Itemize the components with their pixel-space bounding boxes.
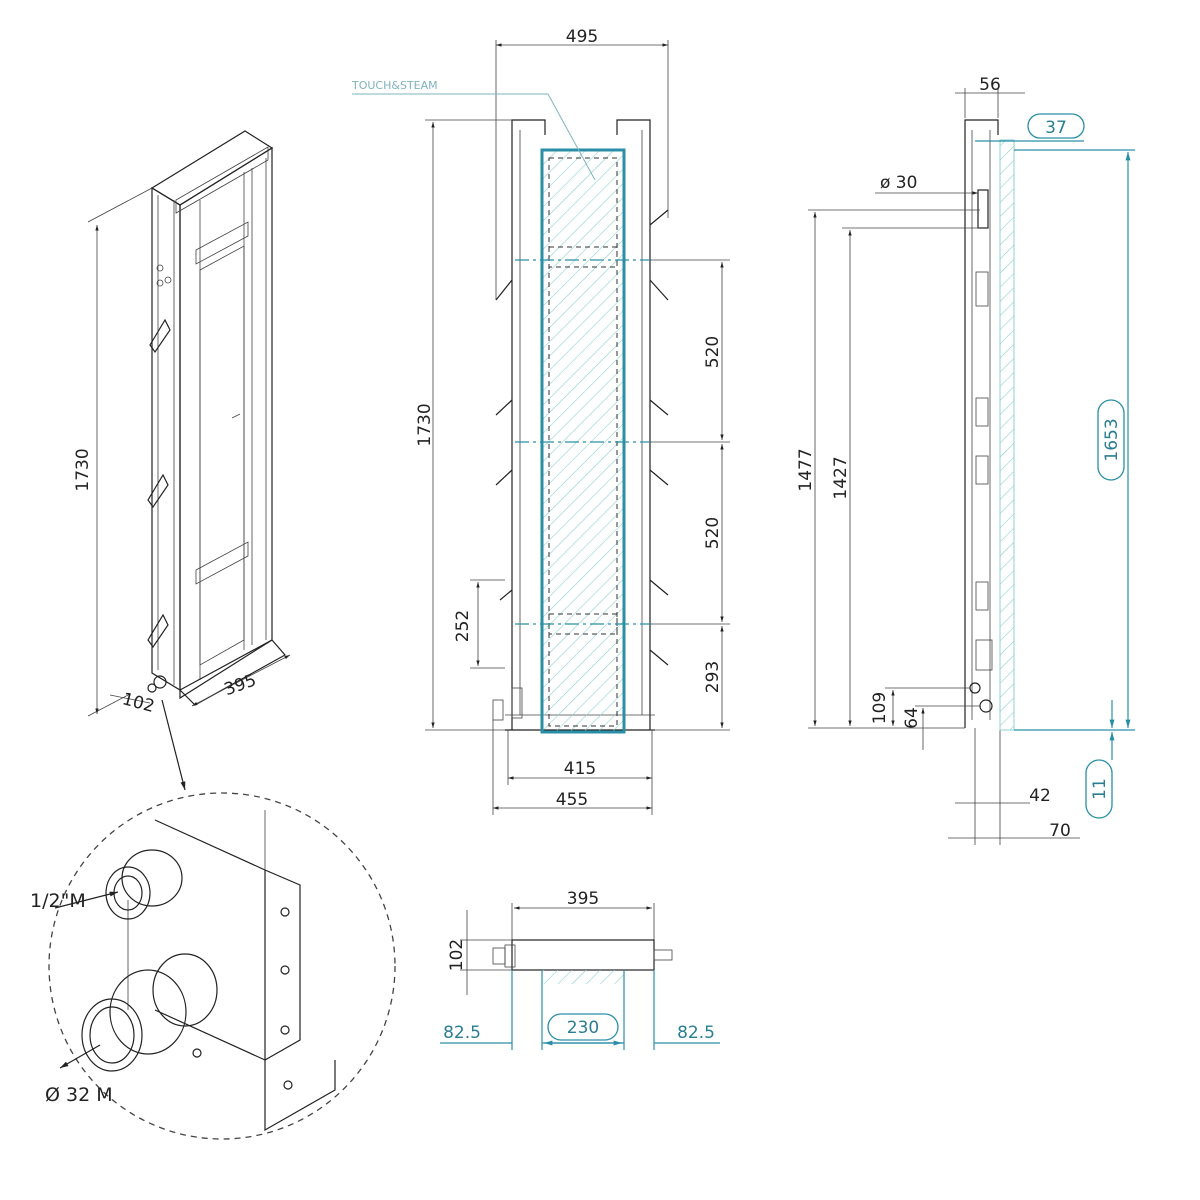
front-bottom-offset: 293 [703,661,723,693]
side-pipe-diameter: ø 30 [880,173,917,193]
front-top-width: 495 [566,27,598,47]
detail-box-body [127,810,336,1132]
inlet-fitting [105,849,183,920]
side-view: 56 37 ø 30 1477 1427 1653 11 109 64 [796,75,1135,845]
front-side-bracket: 252 [453,610,473,642]
top-margin-left: 82.5 [443,1023,481,1043]
front-spacing-lower: 520 [703,517,723,549]
top-view: 395 102 82.5 230 82.5 [440,889,720,1050]
front-height: 1730 [415,403,435,446]
front-outer-width: 455 [556,790,588,810]
side-frame [964,119,1001,845]
side-panel [999,139,1015,731]
inlet-label: 1/2"M [30,890,86,912]
side-pipe-height-b: 1427 [831,456,851,499]
side-pipe-height-a: 1477 [796,448,816,491]
side-lower-b: 64 [902,707,922,729]
touch-steam-panel [540,148,626,734]
top-margin-right: 82.5 [677,1023,715,1043]
detail-view: 1/2"M Ø 32 M [30,792,396,1140]
side-panel-height: 1653 [1102,418,1122,461]
side-panel-bottom: 11 [1090,778,1110,800]
detail-circle [48,792,396,1140]
iso-width-dimension: 395 [222,670,259,700]
panel-label: TOUCH&STEAM [351,79,438,92]
side-lower-a: 109 [870,692,890,724]
iso-height-dimension: 1730 [73,448,93,491]
front-spacing-upper: 520 [703,336,723,368]
iso-frame [147,130,286,706]
front-inner-width: 415 [564,759,596,779]
top-box [511,939,655,971]
isometric-view: 1730 395 102 [73,130,291,791]
side-top-depth: 56 [979,75,1001,95]
iso-depth-dimension: 102 [120,689,157,717]
outlet-fitting [81,953,218,1072]
front-view: 495 TOUCH&STEAM 1730 [351,27,730,815]
outlet-label: Ø 32 M [45,1084,113,1106]
side-depth-b: 70 [1049,821,1071,841]
top-width: 395 [567,889,599,909]
top-depth: 102 [447,939,467,971]
side-depth-a: 42 [1029,786,1051,806]
side-panel-offset: 37 [1045,118,1067,138]
top-center: 230 [567,1018,599,1038]
front-frame [492,119,669,731]
